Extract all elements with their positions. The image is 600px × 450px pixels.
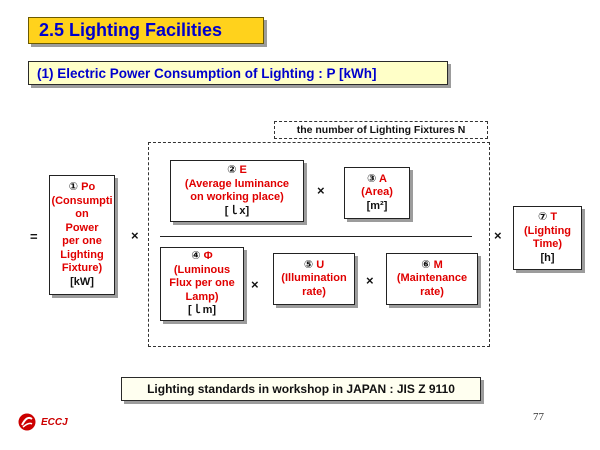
factor-po-marker: ① [68, 181, 79, 193]
factor-u-symbol: U [316, 258, 325, 271]
factor-maintenance-rate: ⑥ M (Maintenance rate) [386, 253, 478, 305]
eccj-logo-text: ECCJ [41, 416, 68, 428]
factor-a-desc: (Area) [361, 186, 393, 199]
factor-e-marker: ② [227, 164, 237, 176]
slide-title: 2.5 Lighting Facilities [28, 17, 264, 44]
factor-average-luminance: ② E (Average luminance on working place)… [170, 160, 304, 222]
factor-luminous-flux: ④ Φ (Luminous Flux per one Lamp) [ｌm] [160, 247, 244, 321]
factor-e-desc: (Average luminance on working place) [184, 177, 290, 204]
eccj-logo-icon [18, 413, 36, 431]
factor-illumination-rate: ⑤ U (Illumination rate) [273, 253, 355, 305]
factor-phi-unit: [ｌm] [187, 304, 217, 317]
factor-t-symbol: T [550, 211, 558, 223]
factor-po-unit: [kW] [70, 275, 94, 288]
factor-a-unit: [m²] [366, 199, 388, 212]
times-sign-1: × [131, 228, 139, 243]
factor-area: ③ A (Area) [m²] [344, 167, 410, 219]
factor-m-marker: ⑥ [421, 258, 431, 271]
times-sign-5: × [494, 228, 502, 243]
eccj-logo: ECCJ [16, 412, 68, 432]
factor-e-unit: [ｌx] [224, 204, 250, 217]
section-subtitle-text: (1) Electric Power Consumption of Lighti… [37, 65, 377, 81]
factor-m-symbol: M [433, 258, 443, 271]
factor-a-symbol: A [379, 172, 387, 185]
lighting-standards-text: Lighting standards in workshop in JAPAN … [147, 382, 455, 396]
times-sign-3: × [251, 277, 259, 292]
fraction-bar [160, 236, 472, 237]
factor-u-marker: ⑤ [303, 258, 314, 271]
page-number: 77 [533, 411, 544, 423]
fixtures-count-frame [148, 142, 490, 347]
factor-u-desc: (Illumination rate) [281, 272, 347, 298]
factor-t-marker: ⑦ [537, 211, 548, 223]
section-subtitle: (1) Electric Power Consumption of Lighti… [28, 61, 448, 85]
slide-title-text: 2.5 Lighting Facilities [39, 20, 223, 40]
equals-sign: = [30, 229, 38, 244]
fixtures-count-label: the number of Lighting Fixtures N [274, 121, 488, 139]
factor-po-desc: (Consumpti on Power per one Lighting Fix… [51, 194, 113, 275]
lighting-standards-note: Lighting standards in workshop in JAPAN … [121, 377, 481, 401]
factor-phi-marker: ④ [191, 250, 201, 263]
factor-lighting-time: ⑦ T (Lighting Time) [h] [513, 206, 582, 270]
factor-po-symbol: Po [81, 181, 96, 193]
factor-phi-symbol: Φ [203, 250, 213, 263]
factor-a-marker: ③ [367, 172, 377, 185]
fixtures-count-text: the number of Lighting Fixtures N [296, 124, 466, 136]
factor-e-symbol: E [239, 164, 247, 176]
times-sign-2: × [317, 183, 325, 198]
factor-t-unit: [h] [540, 251, 555, 264]
factor-power-consumption: ① Po (Consumpti on Power per one Lightin… [49, 175, 115, 295]
factor-t-desc: (Lighting Time) [523, 224, 572, 251]
factor-phi-desc: (Luminous Flux per one Lamp) [169, 263, 235, 303]
factor-m-desc: (Maintenance rate) [396, 272, 468, 298]
times-sign-4: × [366, 273, 374, 288]
